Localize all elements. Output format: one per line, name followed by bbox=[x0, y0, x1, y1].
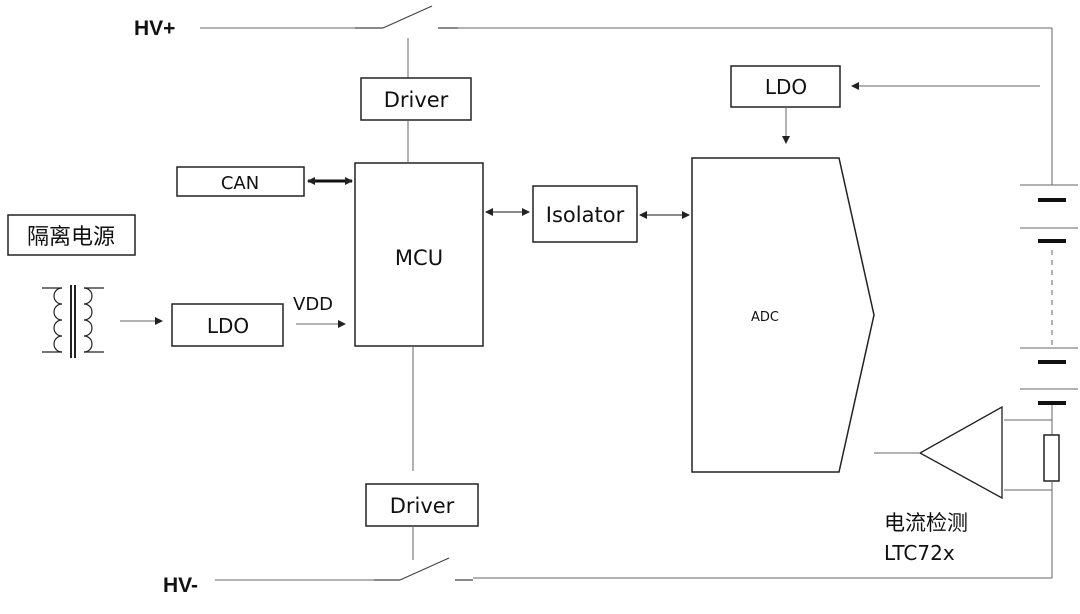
isolated-power-label: 隔离电源 bbox=[27, 225, 115, 250]
adc-label: ADC bbox=[751, 310, 779, 325]
battery-stack bbox=[1020, 160, 1078, 420]
hv-plus-label: HV+ bbox=[134, 17, 175, 40]
driver-bottom-block: Driver bbox=[365, 483, 479, 527]
hv-plus-rail bbox=[200, 5, 1053, 160]
shunt-resistor bbox=[1004, 419, 1060, 578]
vdd-label: VDD bbox=[293, 294, 333, 315]
driver-bottom-label: Driver bbox=[390, 494, 455, 518]
mcu-block: MCU bbox=[354, 162, 484, 347]
ldo-right-label: LDO bbox=[765, 75, 807, 99]
isolator-label: Isolator bbox=[546, 203, 625, 227]
hv-minus-rail bbox=[215, 557, 1052, 581]
hv-minus-switch bbox=[399, 557, 450, 581]
adc-block: ADC bbox=[691, 157, 875, 473]
driver-top-block: Driver bbox=[360, 77, 472, 121]
current-sense-amplifier bbox=[874, 405, 1003, 500]
mcu-label: MCU bbox=[395, 246, 443, 270]
current-sense-label: 电流检测 bbox=[884, 511, 968, 535]
hv-plus-switch bbox=[382, 5, 433, 29]
driver-top-label: Driver bbox=[384, 88, 449, 112]
hv-minus-label: HV- bbox=[163, 574, 198, 597]
transformer-icon bbox=[42, 285, 104, 358]
current-sense-part-label: LTC72x bbox=[884, 541, 955, 565]
can-block: CAN bbox=[176, 166, 305, 197]
isolated-power-block: 隔离电源 bbox=[7, 214, 136, 256]
can-label: CAN bbox=[221, 173, 259, 194]
ldo-left-label: LDO bbox=[207, 314, 249, 338]
ldo-right-block: LDO bbox=[730, 65, 841, 108]
ldo-left-block: LDO bbox=[171, 303, 284, 347]
isolator-block: Isolator bbox=[532, 185, 638, 243]
